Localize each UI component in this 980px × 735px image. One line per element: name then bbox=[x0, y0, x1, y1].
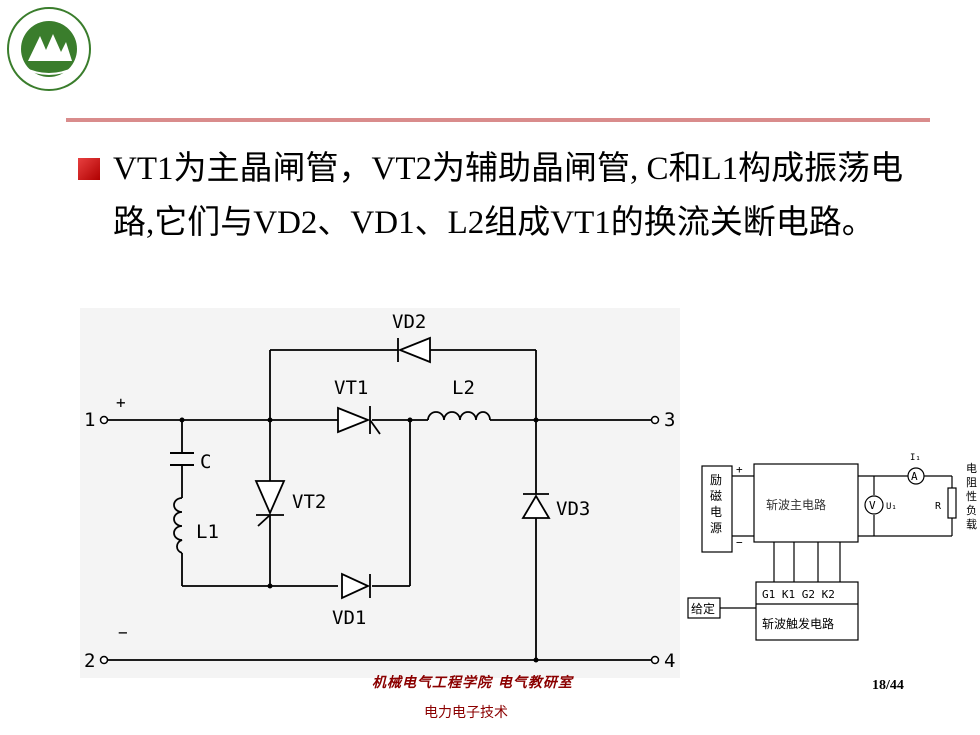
resistor-label: R bbox=[935, 501, 942, 512]
capacitor-c bbox=[170, 452, 194, 466]
voltage-label: U₁ bbox=[886, 502, 897, 512]
thyristor-vt1 bbox=[337, 406, 381, 435]
load-char-2: 阻 bbox=[966, 476, 977, 489]
footer-course: 电力电子技术 bbox=[424, 705, 508, 721]
excitation-source-box bbox=[701, 465, 733, 553]
terminal-2 bbox=[99, 655, 109, 665]
label-c: C bbox=[200, 451, 211, 473]
label-vd1: VD1 bbox=[332, 607, 366, 629]
diode-vd2 bbox=[397, 336, 431, 364]
label-terminal-3: 3 bbox=[664, 409, 675, 431]
label-minus: − bbox=[118, 623, 128, 642]
label-vt1: VT1 bbox=[334, 377, 368, 399]
experiment-block-diagram: 励 磁 电 源 斩波主电路 G1 K1 G2 K2 斩波触发电路 给定 A V … bbox=[684, 440, 980, 655]
chopper-main-label: 斩波主电路 bbox=[766, 497, 826, 512]
load-char-3: 性 bbox=[966, 489, 977, 503]
label-terminal-4: 4 bbox=[664, 650, 675, 672]
terminal-4 bbox=[650, 655, 660, 665]
minus-label: − bbox=[736, 536, 743, 549]
page-number: 18/44 bbox=[872, 678, 904, 693]
label-vt2: VT2 bbox=[292, 491, 326, 513]
excitation-char-2: 磁 bbox=[710, 488, 722, 503]
label-vd2: VD2 bbox=[392, 311, 426, 333]
label-vd3: VD3 bbox=[556, 498, 590, 520]
voltmeter-label: V bbox=[869, 499, 876, 512]
plus-label: + bbox=[736, 463, 743, 476]
chopper-main-box bbox=[753, 463, 859, 543]
voltmeter-icon bbox=[864, 495, 884, 515]
load-char-1: 电 bbox=[966, 462, 977, 475]
inductor-l2 bbox=[427, 411, 491, 421]
inductor-l1 bbox=[173, 497, 183, 554]
terminal-1 bbox=[99, 415, 109, 425]
current-label: I₁ bbox=[910, 453, 921, 463]
load-char-4: 负 bbox=[966, 503, 977, 517]
diode-vd3 bbox=[521, 493, 551, 519]
label-plus: + bbox=[116, 393, 126, 412]
gate-labels: G1 K1 G2 K2 bbox=[762, 588, 835, 601]
chopper-circuit-diagram: VD2 VT1 L2 C VT2 VD3 L1 VD1 1 2 3 4 + − bbox=[80, 308, 680, 678]
label-l2: L2 bbox=[452, 377, 475, 399]
label-l1: L1 bbox=[196, 521, 219, 543]
bullet-square-icon bbox=[78, 158, 100, 180]
setpoint-label: 给定 bbox=[691, 601, 715, 616]
excitation-char-3: 电 bbox=[710, 505, 722, 519]
ammeter-label: A bbox=[911, 470, 918, 483]
terminal-3 bbox=[650, 415, 660, 425]
title-divider bbox=[66, 118, 930, 122]
university-logo bbox=[6, 6, 92, 92]
excitation-char-1: 励 bbox=[710, 473, 722, 487]
diode-vd1 bbox=[341, 572, 371, 600]
label-terminal-1: 1 bbox=[84, 409, 95, 431]
excitation-char-4: 源 bbox=[710, 521, 722, 535]
label-terminal-2: 2 bbox=[84, 650, 95, 672]
trigger-label: 斩波触发电路 bbox=[762, 616, 834, 631]
slide-paragraph: VT1为主晶闸管，VT2为辅助晶闸管, C和L1构成振荡电路,它们与VD2、VD… bbox=[113, 151, 904, 241]
ammeter-icon bbox=[907, 467, 925, 485]
load-char-5: 载 bbox=[966, 518, 977, 531]
trigger-box bbox=[755, 581, 859, 641]
thyristor-vt2 bbox=[254, 480, 286, 527]
footer-department: 机械电气工程学院 电气教研室 bbox=[372, 675, 573, 691]
